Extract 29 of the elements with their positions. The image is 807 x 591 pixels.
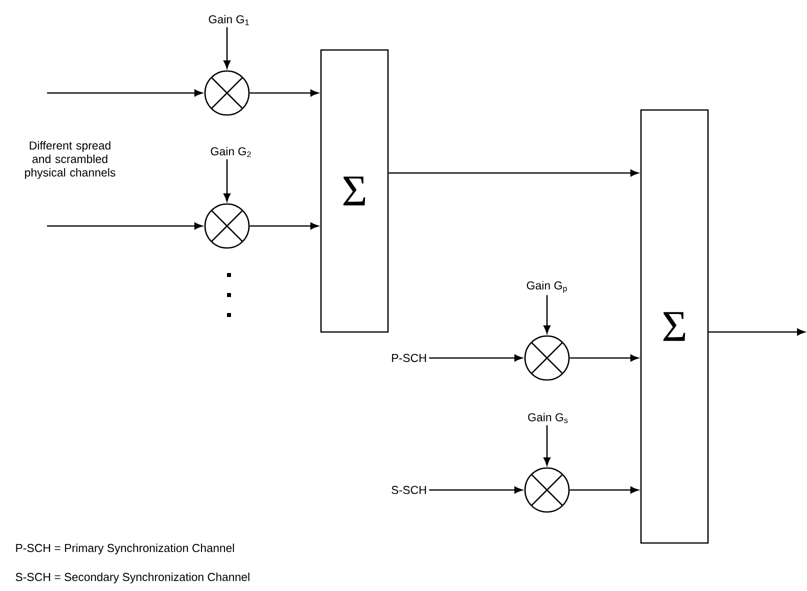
- arrow: [388, 170, 638, 176]
- arrow: [47, 90, 202, 96]
- channel-label: P-SCH: [392, 354, 426, 362]
- arrow: [224, 27, 230, 68]
- gain-label: Gain G$_{1}$: [208, 14, 249, 26]
- multiplier-symbol: [204, 203, 250, 249]
- arrow: [429, 486, 522, 494]
- multiplier-symbol: [524, 467, 570, 513]
- channel-label: S-SCH: [392, 486, 426, 494]
- legend-note: S-SCH = Secondary Synchronization Channel: [16, 572, 250, 584]
- arrow: [570, 354, 638, 362]
- summation-box: Σ: [320, 49, 389, 333]
- gain-label: Gain G$_{2}$: [210, 146, 251, 158]
- arrow: [708, 328, 806, 336]
- input-label: Different spread and scrambled physical channels: [25, 141, 116, 179]
- arrow: [544, 425, 550, 466]
- multiplier-symbol: [524, 335, 570, 381]
- arrow: [570, 486, 638, 494]
- summation-box: Σ: [640, 109, 709, 544]
- gain-label: Gain G$_{s}$: [528, 412, 568, 424]
- arrow: [224, 159, 230, 202]
- arrow: [429, 354, 522, 362]
- arrow: [47, 222, 202, 230]
- gain-label: Gain G$_{p}$: [526, 281, 567, 293]
- arrow: [250, 90, 318, 96]
- multiplier-symbol: [204, 70, 250, 116]
- legend-note: P-SCH = Primary Synchronization Channel: [16, 544, 234, 554]
- arrow: [544, 295, 550, 334]
- arrow: [250, 222, 318, 230]
